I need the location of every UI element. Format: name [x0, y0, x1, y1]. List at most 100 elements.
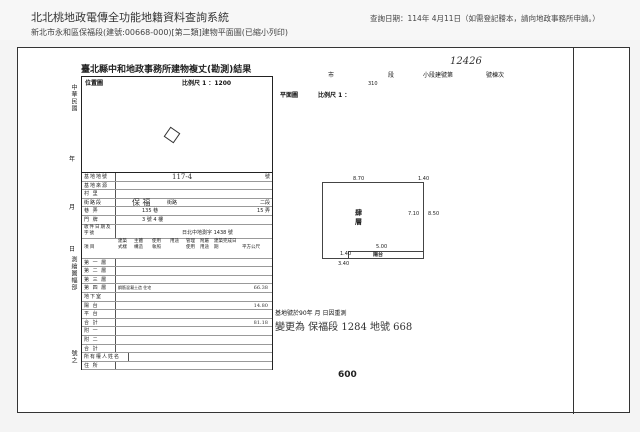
- table-row: 住 所: [82, 361, 272, 371]
- table-cell: 附 二: [84, 335, 116, 344]
- building-unit-label: 號棟次: [486, 72, 505, 79]
- table-cell: 基地來源: [84, 181, 116, 190]
- table-cell: 66.38: [253, 285, 268, 292]
- app-title: 北北桃地政電傳全功能地籍資料查詢系統: [31, 11, 229, 24]
- table-cell: 合 計: [84, 344, 116, 353]
- table-row: 陽 台 14.80: [82, 301, 272, 311]
- table-row: 合 計: [82, 344, 272, 354]
- table-cell: 附屬用途: [200, 238, 209, 250]
- dim-label: 5.00: [376, 244, 388, 250]
- building-no-label: 小段建號第: [423, 72, 454, 79]
- table-cell: 3 號 4 樓: [142, 216, 164, 223]
- dim-label: 1.40: [340, 251, 352, 257]
- section-label: 段: [388, 72, 395, 79]
- table-cell: 主體構造: [134, 238, 143, 250]
- divider: [573, 48, 574, 414]
- balcony-outline: [348, 251, 424, 259]
- new-lot-note: 變更為 保福段 1284 地號 668: [275, 322, 413, 333]
- table-cell: 街路段: [84, 198, 116, 207]
- table-cell: 陽 台: [84, 301, 116, 310]
- plan-scale: 比例尺 1 ：: [318, 92, 351, 99]
- table-row: 巷 弄 135 巷 15 弄: [82, 207, 272, 216]
- city-label: 市: [328, 72, 335, 79]
- table-cell: 基地地號: [84, 173, 116, 181]
- rezone-note: 基地號於90年 月 日因重測: [275, 310, 347, 317]
- table-row: 收件日期及字號 日北中地測字 1438 號: [82, 224, 272, 239]
- table-cell: 項 目: [84, 244, 95, 250]
- table-row: 第 一 層: [82, 258, 272, 268]
- table-cell: 管理使用: [186, 238, 195, 250]
- location-map-scale: 比例尺 1 ：1200: [182, 80, 232, 87]
- table-cell: 117-4: [172, 173, 193, 181]
- table-cell: 日北中地測字 1438 號: [182, 229, 233, 236]
- table-cell: 建築式樣: [118, 238, 127, 250]
- lot-marker: [163, 126, 181, 144]
- header-bar: 北北桃地政電傳全功能地籍資料查詢系統 新北市永和區保福段(建號:00668-00…: [0, 0, 640, 40]
- table-cell: 第 四 層: [84, 284, 116, 292]
- table-cell: 號: [264, 174, 270, 180]
- table-cell: 平方公尺: [242, 244, 260, 250]
- scanned-document: 臺北縣中和地政事務所建物複丈(勘測)結果 市 段 小段建號第 號棟次 12426…: [17, 47, 630, 414]
- table-cell: 15 弄: [257, 208, 270, 215]
- location-map-label: 位置圖: [85, 80, 104, 87]
- table-row: 所有權人姓名: [82, 353, 272, 362]
- table-row: 第 四 層鋼筋混凝土造 住宅 66.38: [82, 284, 272, 293]
- table-cell: 81.18: [253, 319, 268, 326]
- table-cell: 附 一: [84, 327, 116, 335]
- table-row: 街路段 保 福 街路 二段: [82, 197, 272, 208]
- roc-label: 中華民國: [70, 84, 77, 112]
- table-row: 基地地號 117-4 號: [82, 173, 272, 182]
- table-cell: 二段: [259, 199, 270, 206]
- table-cell: 村 里: [84, 190, 116, 198]
- floor-label: 肆層: [355, 209, 362, 226]
- dim-label: 3.40: [338, 261, 350, 267]
- table-cell: 14.80: [253, 302, 268, 309]
- table-row: 基地來源: [82, 181, 272, 191]
- table-row: 附 一: [82, 327, 272, 336]
- table-cell: 所有權人姓名: [84, 353, 129, 361]
- location-map: 位置圖 比例尺 1 ：1200: [81, 76, 273, 173]
- code: 310: [368, 81, 378, 87]
- month-label: 月: [69, 204, 76, 211]
- document-subtitle: 新北市永和區保福段(建號:00668-000)[第二類]建物平面圖(已縮小列印): [31, 28, 289, 37]
- balcony-label: 陽台: [373, 252, 384, 258]
- table-cell: 門 牌: [84, 215, 116, 224]
- table-row: 第 三 層: [82, 275, 272, 285]
- table-cell: 保 福: [132, 197, 151, 207]
- table-cell: 鋼筋混凝土造 住宅: [118, 285, 152, 291]
- table-cell: 第 一 層: [84, 258, 116, 267]
- table-row: 村 里: [82, 190, 272, 199]
- table-row: 項 目 建築式樣 主體構造 使用執照 用途 管理使用 附屬用途 建築完成日期 平…: [82, 239, 272, 259]
- dim-label: 8.50: [428, 211, 440, 217]
- day-label: 日: [69, 246, 76, 253]
- map-sheet-label: 測繪圖幅部: [70, 256, 77, 291]
- page-mark: 600: [338, 370, 357, 380]
- table-cell: 建築完成日期: [214, 238, 237, 250]
- building-table: 基地地號 117-4 號 基地來源 村 里 街路段 保 福 街路 二段 巷 弄 135 巷 1…: [81, 173, 273, 371]
- table-row: 門 牌 3 號 4 樓: [82, 215, 272, 225]
- table-row: 地下室: [82, 292, 272, 302]
- handwritten-number: 12426: [450, 56, 482, 67]
- table-cell: 街路: [167, 199, 178, 206]
- table-cell: 住 所: [84, 361, 116, 370]
- table-cell: 使用執照: [152, 238, 161, 250]
- dim-label: 8.70: [353, 176, 365, 182]
- table-cell: 135 巷: [142, 208, 159, 215]
- table-cell: 用途: [170, 238, 179, 244]
- table-row: 平 台: [82, 310, 272, 319]
- plan-label: 平面圖: [280, 92, 299, 99]
- table-row: 合 計 81.18: [82, 318, 272, 328]
- table-cell: 收件日期及字號: [84, 224, 116, 238]
- table-cell: 平 台: [84, 310, 116, 318]
- table-row: 附 二: [82, 335, 272, 345]
- table-cell: 地下室: [84, 292, 116, 301]
- dim-label: 1.40: [418, 176, 430, 182]
- table-row: 第 二 層: [82, 267, 272, 276]
- building-outline: [322, 182, 424, 259]
- no-label: 號之: [70, 350, 77, 364]
- year-label: 年: [69, 156, 76, 163]
- document-heading: 臺北縣中和地政事務所建物複丈(勘測)結果: [81, 65, 252, 75]
- table-cell: 巷 弄: [84, 207, 116, 215]
- table-cell: 合 計: [84, 318, 116, 327]
- table-cell: 第 二 層: [84, 267, 116, 275]
